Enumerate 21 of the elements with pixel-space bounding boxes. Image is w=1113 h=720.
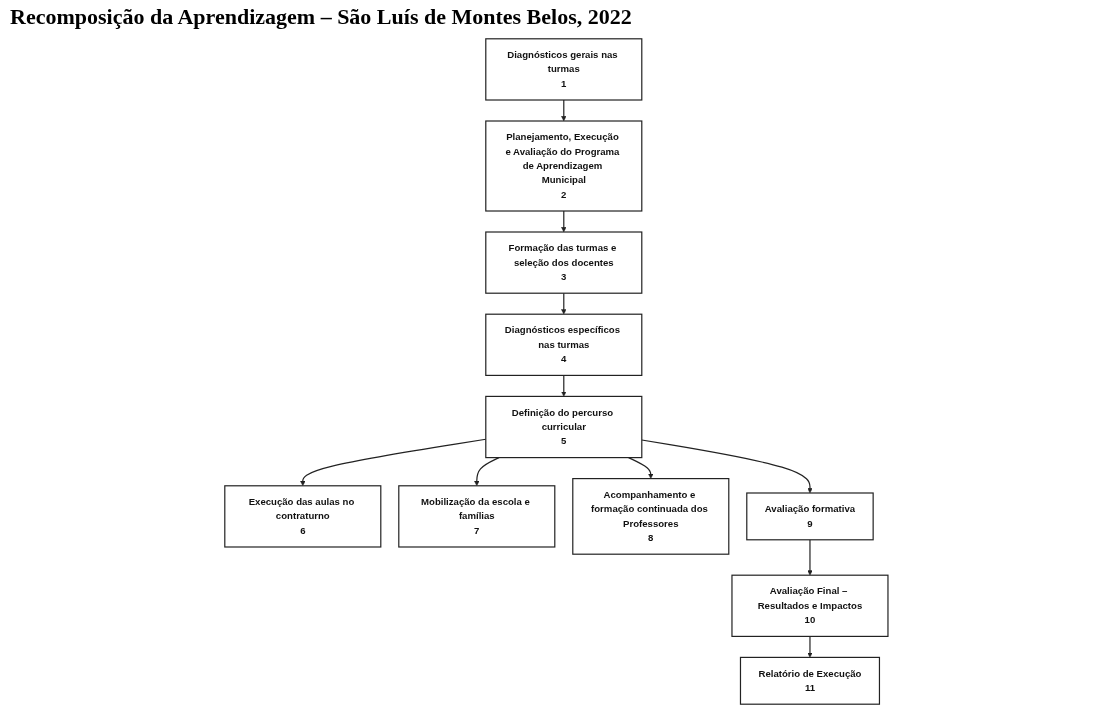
node-box: Diagnósticos gerais nas turmas 1 [485,38,643,101]
arrow [561,99,567,122]
arrow [628,457,654,479]
node-box: Acompanhamento e formação continuada dos Professores 8 [572,478,730,555]
arrow [641,439,813,494]
arrow [561,292,567,315]
node-box: Mobilização da escola e famílias 7 [398,485,556,548]
diagram-title: Recomposição da Aprendizagem – São Luís de Montes Belos, 2022 [10,4,633,30]
node-box: Definição do percurso curricular 5 [485,395,643,459]
node-box: Avaliação formativa 9 [746,492,874,541]
node-box: Planejamento, Execução e Avaliação do Programa de Aprendizagem Municipal 2 [485,120,643,212]
arrow [561,210,567,233]
node-box: Execução das aulas no contraturno 6 [224,485,382,548]
arrow [807,635,813,658]
node-box: Avaliação Final – Resultados e Impactos 10 [731,574,889,637]
arrow [561,374,567,397]
arrow [807,539,813,576]
node-box: Relatório de Execução 11 [740,656,881,705]
node-box: Diagnósticos específicos nas turmas 4 [485,313,643,376]
arrow [474,457,500,487]
node-box: Formação das turmas e seleção dos docentes 3 [485,231,643,294]
